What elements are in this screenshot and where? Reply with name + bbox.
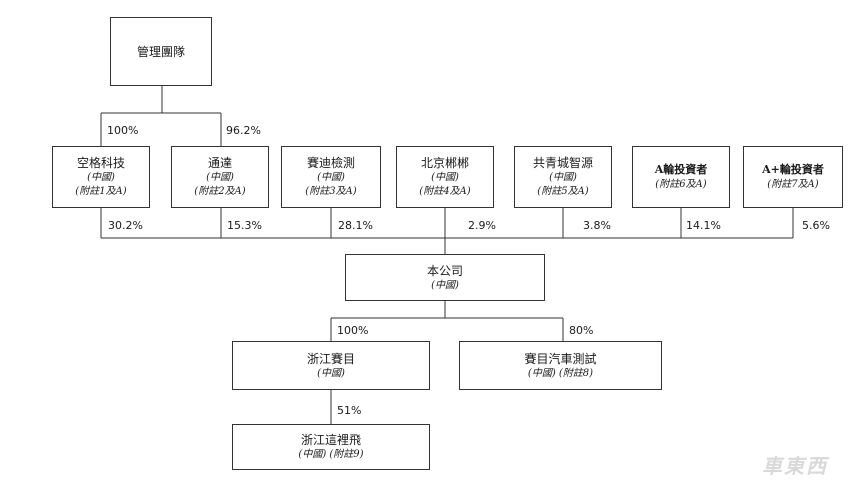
subsidiary-name: 賽目汽車測試 [524, 351, 597, 366]
shareholder-note: (附註6及A) [655, 179, 707, 190]
subsidiary-name: 浙江賽目 [306, 351, 355, 366]
shareholder-series-a-box: A輪投資者 (附註6及A) [632, 146, 730, 208]
stake-beijing: 2.9% [468, 219, 496, 232]
stake-zhejiang-zhelifei: 51% [337, 404, 362, 417]
shareholder-jurisdiction: (中國) [317, 172, 345, 183]
shareholder-saidi-box: 賽迪檢測 (中國) (附註3及A) [281, 146, 381, 208]
shareholder-jurisdiction: (中國) [87, 172, 115, 183]
management-team-box: 管理團隊 [110, 17, 212, 86]
subsidiary-saimu-auto-testing-box: 賽目汽車測試 (中國) (附註8) [459, 341, 662, 390]
shareholder-name: A+輪投資者 [762, 163, 824, 176]
shareholder-gongqingcheng-box: 共青城智源 (中國) (附註5及A) [514, 146, 612, 208]
company-name: 本公司 [426, 263, 463, 278]
shareholder-jurisdiction: (中國) [431, 172, 459, 183]
stake-series-a-plus: 5.6% [802, 219, 830, 232]
shareholder-name: 賽迪檢測 [306, 156, 355, 170]
shareholder-note: (附註4及A) [419, 186, 471, 197]
stake-gongqingcheng: 3.8% [583, 219, 611, 232]
stake-saidi: 28.1% [338, 219, 373, 232]
stake-tongda: 15.3% [227, 219, 262, 232]
subsidiary-jurisdiction: (中國) (附註8) [527, 367, 594, 379]
stake-kongge: 30.2% [108, 219, 143, 232]
company-jurisdiction: (中國) [431, 279, 459, 291]
shareholder-note: (附註3及A) [305, 186, 357, 197]
grandchild-zhejiang-zhelifei-box: 浙江這裡飛 (中國) (附註9) [232, 424, 430, 470]
shareholder-name: 北京郴郴 [420, 156, 469, 170]
shareholder-jurisdiction: (中國) [549, 172, 577, 183]
shareholder-note: (附註2及A) [194, 186, 246, 197]
shareholder-name: A輪投資者 [654, 163, 708, 176]
watermark-logo: 車東西 [762, 454, 828, 478]
shareholder-name: 通達 [207, 156, 232, 170]
subsidiary-zhejiang-saimu-box: 浙江賽目 (中國) [232, 341, 430, 390]
stake-management-tongda: 96.2% [226, 124, 261, 137]
shareholder-tongda-box: 通達 (中國) (附註2及A) [171, 146, 269, 208]
shareholder-name: 共青城智源 [532, 156, 593, 170]
stake-management-kongge: 100% [107, 124, 139, 137]
company-box: 本公司 (中國) [345, 254, 545, 301]
management-team-name: 管理團隊 [136, 44, 185, 59]
stake-series-a: 14.1% [686, 219, 721, 232]
shareholder-note: (附註1及A) [75, 186, 127, 197]
shareholder-note: (附註5及A) [537, 186, 589, 197]
shareholder-name: 空格科技 [76, 156, 125, 170]
subsidiary-jurisdiction: (中國) [317, 367, 345, 379]
stake-zhejiang-saimu: 100% [337, 324, 369, 337]
shareholder-kongge-box: 空格科技 (中國) (附註1及A) [52, 146, 150, 208]
grandchild-name: 浙江這裡飛 [300, 433, 361, 447]
grandchild-jurisdiction: (中國) (附註9) [298, 449, 364, 460]
shareholder-series-a-plus-box: A+輪投資者 (附註7及A) [743, 146, 843, 208]
shareholder-beijing-box: 北京郴郴 (中國) (附註4及A) [396, 146, 494, 208]
shareholder-note: (附註7及A) [767, 179, 819, 190]
stake-saimu-auto-testing: 80% [569, 324, 594, 337]
shareholder-jurisdiction: (中國) [206, 172, 234, 183]
